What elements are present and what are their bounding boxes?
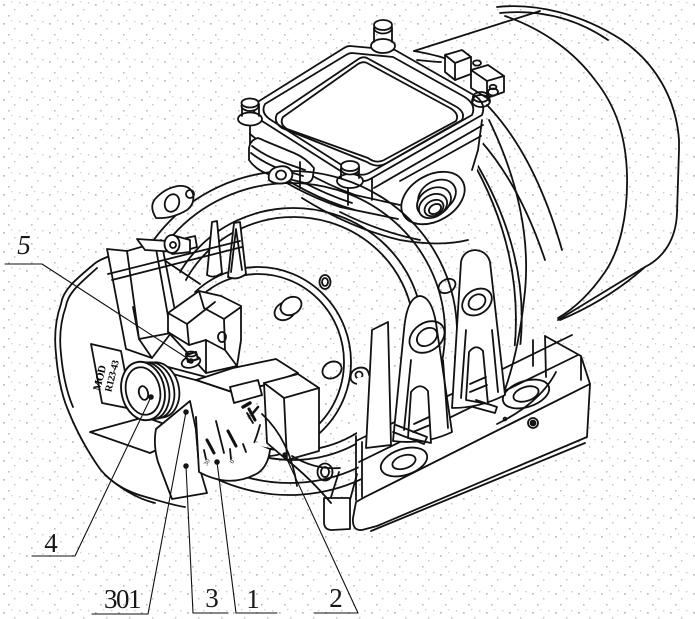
svg-text:4: 4 bbox=[44, 528, 58, 558]
svg-text:301: 301 bbox=[104, 584, 140, 614]
svg-text:1: 1 bbox=[246, 584, 260, 614]
svg-text:0: 0 bbox=[229, 459, 237, 465]
svg-text:30: 30 bbox=[203, 458, 212, 467]
svg-text:5: 5 bbox=[17, 230, 31, 260]
svg-text:40: 40 bbox=[246, 412, 255, 421]
svg-text:3: 3 bbox=[205, 583, 219, 613]
svg-text:2: 2 bbox=[329, 583, 343, 613]
